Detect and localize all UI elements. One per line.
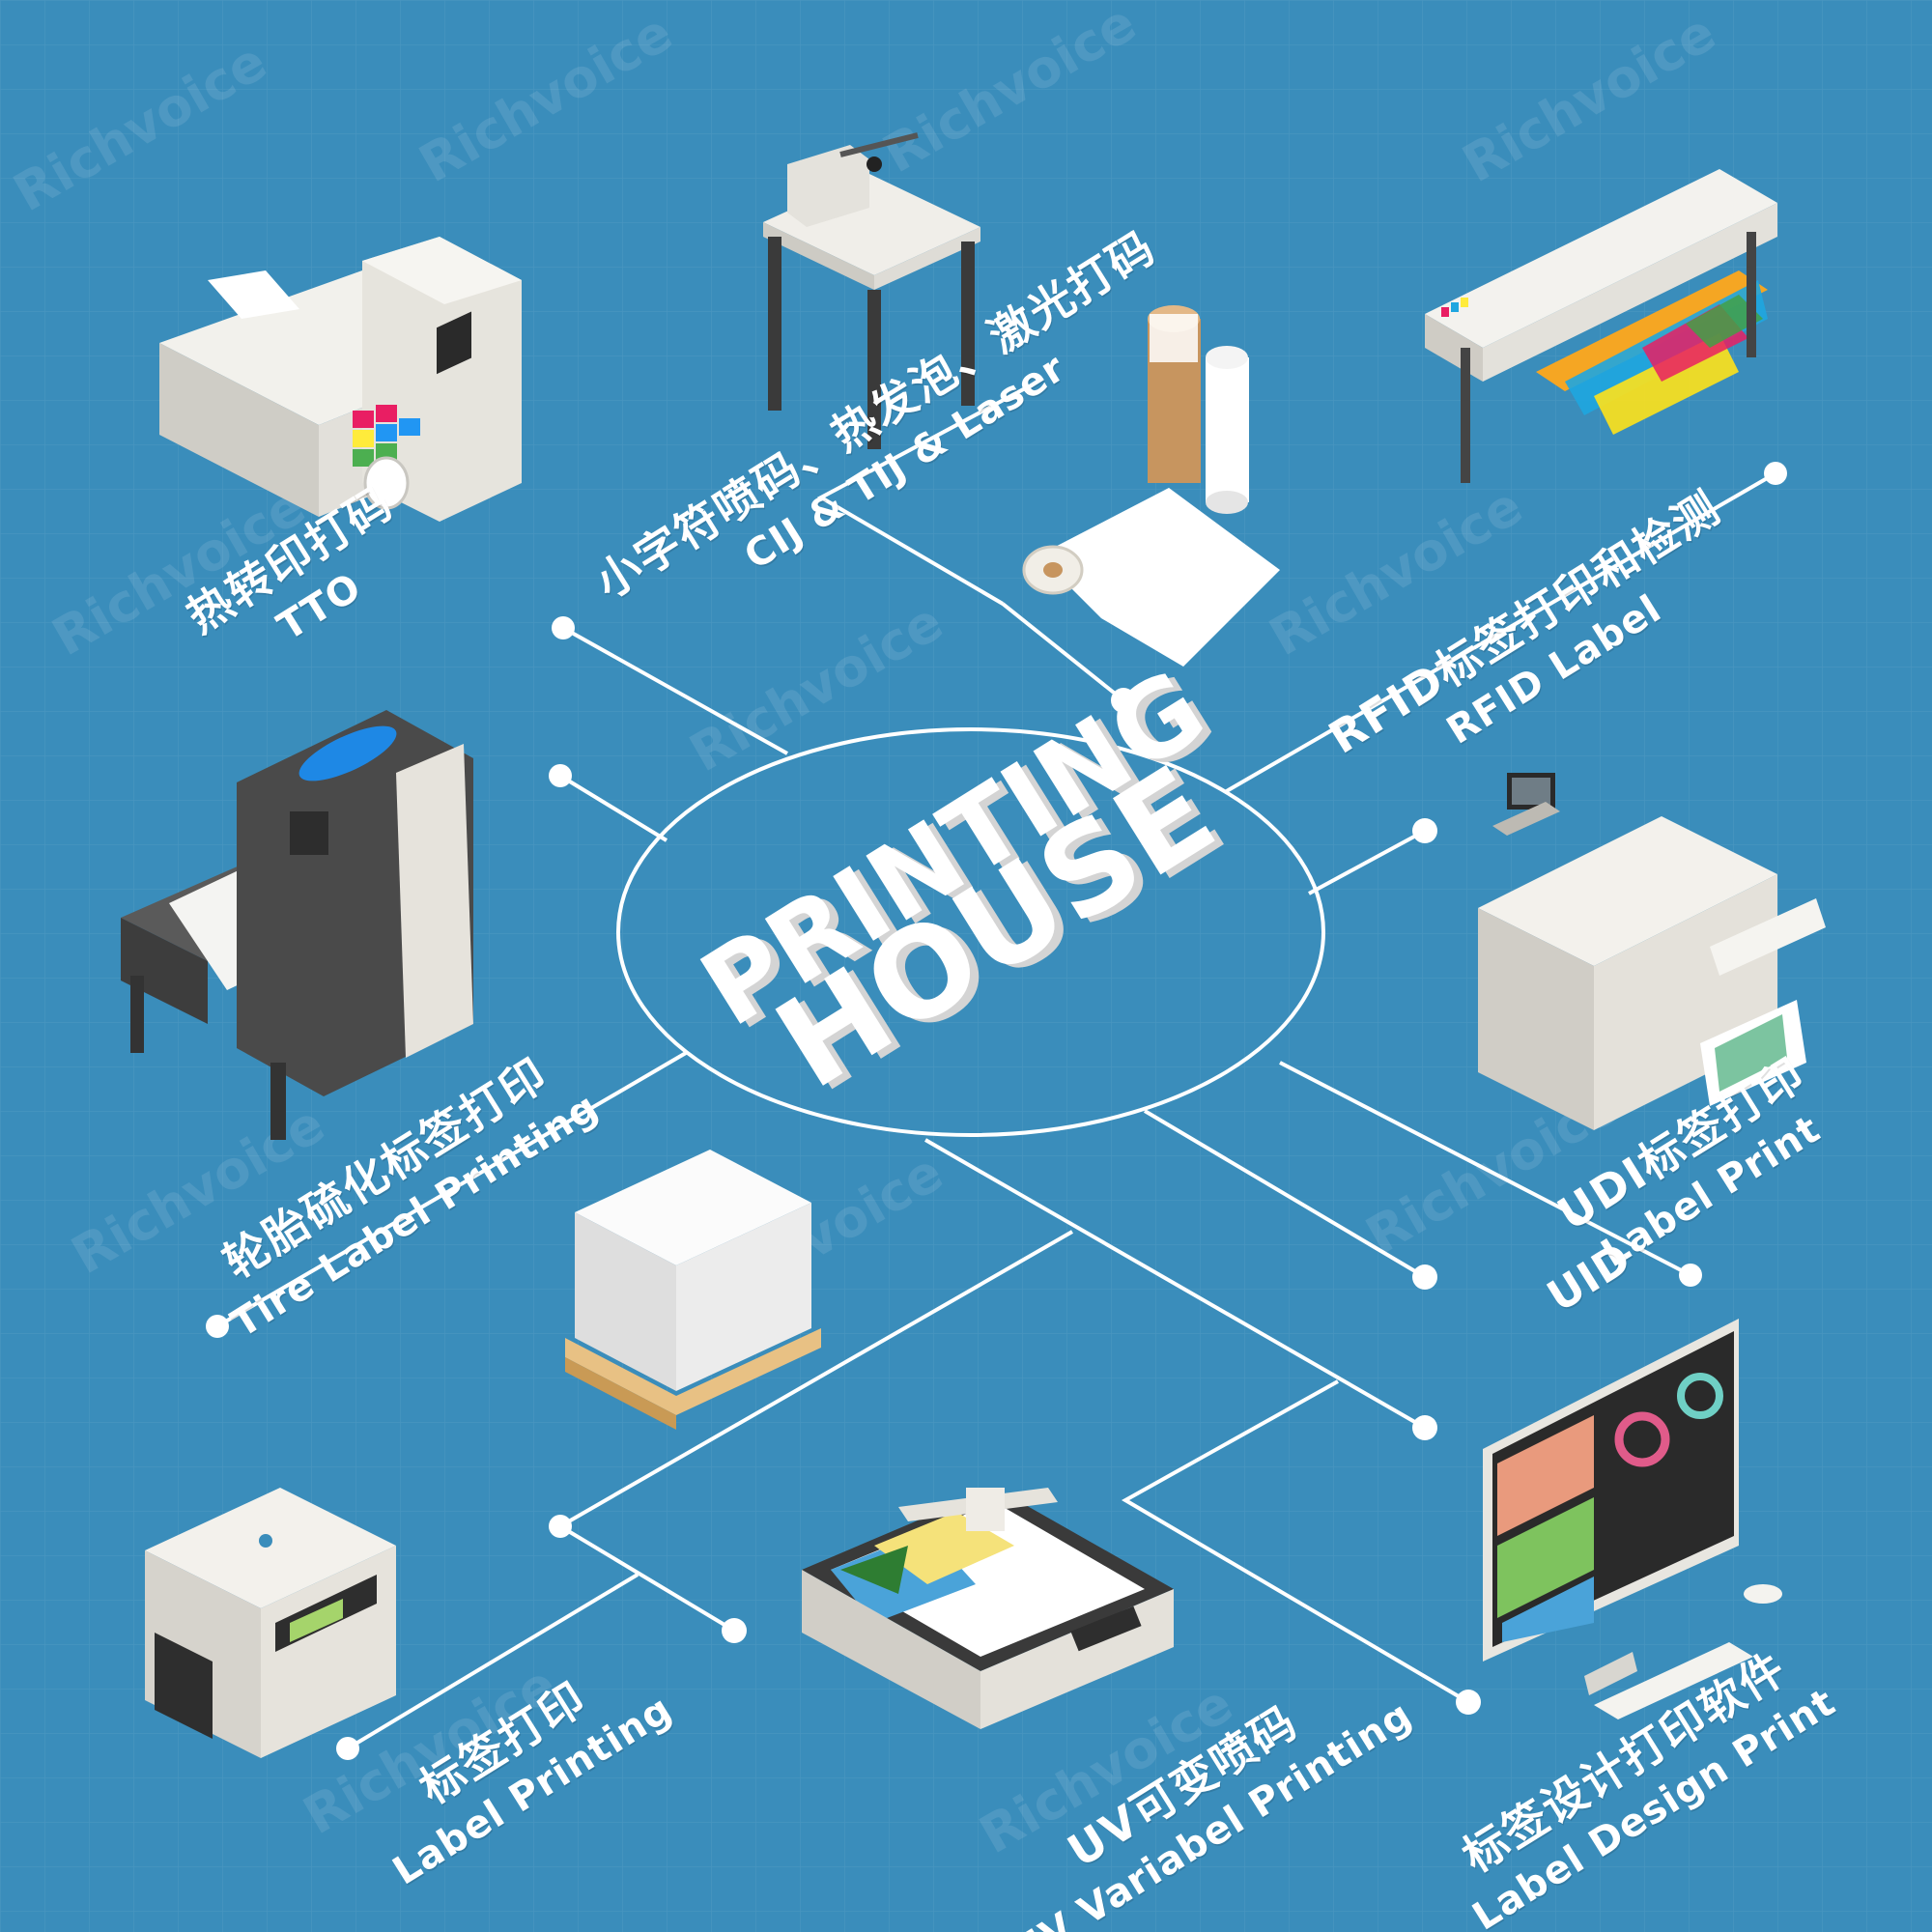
paper-cutter-icon [763,132,980,449]
digital-press-icon [1478,773,1826,1130]
connector-nodes [206,462,1787,1760]
connector-lines [215,384,1777,1750]
connector-udi [1279,1061,1691,1277]
design-workstation-icon [1483,1319,1782,1719]
paper-pallet-icon [565,1150,821,1430]
connector-label-printing [346,1573,639,1750]
paper-rolls-icon [1022,305,1280,667]
connector-tire [215,1051,688,1328]
connector-digital-press [1308,829,1426,895]
connector-rfid [1223,471,1777,794]
connector-tto [558,774,668,842]
connector-design-a [924,1138,1426,1430]
desktop-label-printer-icon [145,1488,396,1758]
connector-uid [1143,1109,1427,1279]
connector-cij [562,626,788,755]
connector-design-b [1121,1379,1470,1704]
center-ring [616,727,1325,1137]
uv-flatbed-printer-icon [802,1488,1174,1729]
tto-printer-icon [159,237,522,522]
connector-rolls [816,384,1125,702]
wide-format-printer-icon [1425,169,1777,483]
offset-press-icon [121,710,473,1140]
